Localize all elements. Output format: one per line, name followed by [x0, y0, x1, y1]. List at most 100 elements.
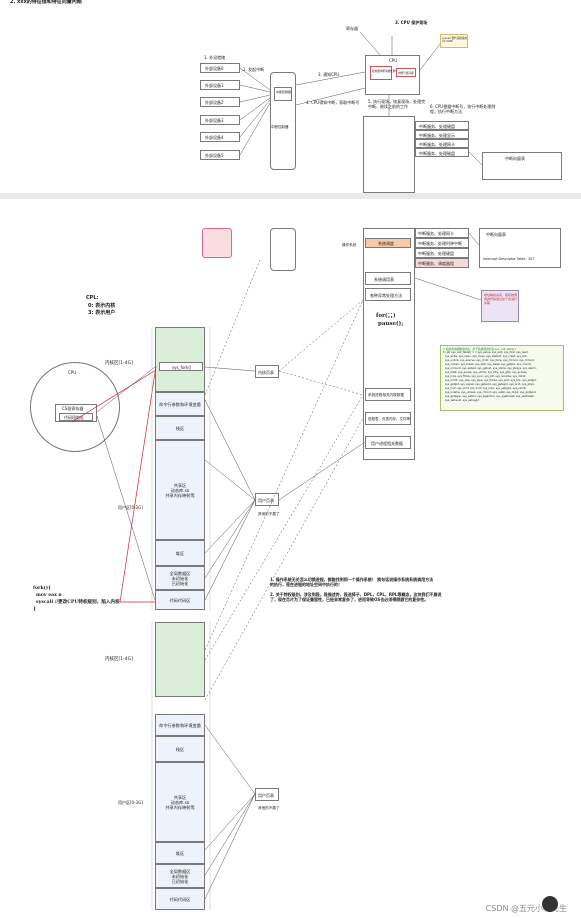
ext-device: 外部设备4: [200, 132, 240, 142]
top-strip-title: 2. xxx的特征值和特征向量问题: [10, 0, 82, 5]
code-line: sys_nice, sys_ftime, sys_sync, sys_kill,…: [445, 375, 527, 378]
env-args-cell-2: 命令行参数和环境变量: [155, 714, 205, 736]
fork-code-line: }: [33, 607, 36, 612]
code-line: sys_unlink, sys_execve, sys_chdir, sys_t…: [445, 359, 535, 362]
code-line: sys_write, sys_open, sys_close, sys_wait…: [445, 355, 528, 358]
idt-box: 中断向量表: [482, 152, 562, 180]
heap-cell-2: 堆区: [155, 842, 205, 864]
explanation-1: 1. 操作系统无论怎么切换进程，都能找到同一个操作系统！ 换句话说操作系统系统调…: [270, 577, 434, 588]
step1-label: 1. 外设就绪: [204, 55, 226, 60]
lower-oval-fragment: [202, 228, 232, 258]
pause-code: pause();: [378, 321, 404, 327]
step5-label: 5. 执行现场，恢复现场，处理完中断，继续之前的工作: [368, 99, 426, 109]
step2-label: 2. 发起中断: [243, 67, 265, 72]
step6-label: 6. CPU根据中断号，执行中断处理例程，执行中断方法: [430, 104, 496, 114]
code-line: sys_rmdir, sys_dup, sys_pipe, sys_times,…: [445, 379, 537, 382]
kernel-data-box: 进程表，页表内存，文件等: [365, 412, 411, 425]
cpu-box: CPU 控制器中断请求处理中断号 中断号寄存器: [365, 55, 420, 95]
code-cell: 代码代码区: [155, 590, 205, 610]
syscall-note: syscall 现代系统使用int 0x80: [440, 34, 468, 48]
right-handler: 中断服务、处理网卡: [415, 228, 469, 238]
code-address: 代码段地址: [59, 413, 93, 421]
code-line: sys_fstat, sys_pause, sys_utime, sys_stt…: [445, 371, 528, 374]
upper-divider: [0, 193, 581, 199]
stack-cell: 栈区: [155, 416, 205, 440]
idt-box-lower: 中断向量表 Interrupt Descriptor Table，IDT: [479, 228, 561, 268]
shared-cell: 共享区 动态库.so 共享内存映射等: [155, 440, 205, 540]
cpu-circle: [30, 362, 120, 452]
ext-device: 外部设备2: [200, 97, 240, 107]
os-label: 操作系统: [342, 243, 357, 247]
cpu-protect-label: 3. CPU 保护现场: [395, 20, 428, 25]
ext-device: 外部设备3: [200, 115, 240, 125]
fork-code-line: fork(){: [33, 586, 51, 591]
code-line: sys_uname, sys_umask, sys_chroot, sys_us…: [445, 391, 537, 394]
cpu-inner-box: 控制器中断请求处理中断号: [370, 66, 403, 80]
shared-cell-2: 共享区 动态库.so 共享内存映射等: [155, 762, 205, 842]
code-line: sys_chown, sys_break, sys_stat, sys_lsee…: [445, 363, 532, 366]
global-data-cell-2: 全局数据区 未初始化 已初始化: [155, 864, 205, 888]
kernel-page-table: 内核页表: [255, 365, 279, 378]
interrupt-controller: 中断控制器 中断控制器: [270, 72, 296, 170]
register-label: 寄存器: [346, 26, 358, 31]
loop-code: for(；；): [376, 313, 396, 319]
cpu-side-box: 中断号寄存器: [396, 68, 416, 77]
exception-handlers-cell: 各种异常处理方法: [365, 288, 411, 301]
stack-cell-2: 栈区: [155, 736, 205, 762]
user-region-label: 用户区[0-3G]: [118, 505, 143, 510]
handler-block: 中断服务、处理网卡: [415, 139, 469, 148]
step3-label: 3. 通知CPU: [318, 72, 340, 77]
upper-memory-column: [363, 116, 415, 193]
ext-device: 外部设备0: [200, 63, 240, 73]
red-note-box: 地址映射关系，把系统调用的代码通过这个表进行关联: [481, 290, 519, 322]
avatar-icon: [542, 896, 558, 912]
cpl-user: 3: 表示用户: [88, 310, 116, 316]
user-page-table: 用户页表: [255, 493, 279, 506]
interrupt-number-box: 中断控制器: [274, 87, 292, 101]
ext-device: 外部设备1: [200, 80, 240, 90]
syscall-table-code: // 系统调用函数指针表：用于系统调用分发 sys_call_table[] f…: [440, 345, 564, 411]
cpu-circle-label: CPU: [68, 370, 77, 375]
global-data-cell: 全局数据区 未初始化 已初始化: [155, 566, 205, 590]
env-args-cell: 命令行参数和环境变量: [155, 392, 205, 416]
user-process-data: 用户进程相关数据: [365, 436, 411, 449]
kernel-space-region: [155, 327, 205, 392]
user-page-table-note: 其他的不展了: [258, 512, 280, 516]
csdn-watermark: CSDN @五元小林先生: [485, 904, 567, 913]
syscall-table-cell: 系统调用表: [365, 272, 411, 285]
code-line: sys_umount, sys_setuid, sys_getuid, sys_…: [445, 367, 537, 370]
right-handler: 中断服务、处理时钟中断: [415, 238, 469, 248]
ext-device: 外部设备5: [200, 150, 240, 160]
scheduler-highlight: 系统调度: [365, 238, 411, 248]
sys-fork-cell: sys_fork(): [159, 362, 203, 371]
code-line: sys_setreuid, sys_setregid: [445, 399, 479, 402]
cpl-title: CPL:: [86, 295, 99, 301]
system-process-data: 系统进程相关内核数据: [365, 388, 411, 401]
fork-code-line: mov eax n: [36, 593, 62, 598]
code-line: sys_getpgrp, sys_setsid, sys_sigaction, …: [445, 395, 535, 398]
user-page-table-2: 用户页表: [255, 788, 279, 801]
explanation-2: 2. 关于特权级别，涉及到段，段描述符，段选择子，DPL，CPL，RPL等概念，…: [270, 592, 442, 603]
user-region-label-2: 用户区[0-3G]: [118, 800, 143, 805]
cpl-kernel: 0: 表示内核: [88, 303, 116, 309]
code-line: sys_lock, sys_ioctl, sys_fcntl, sys_mpx,…: [445, 387, 527, 390]
user-page-table-note-2: 其他的不展了: [258, 806, 280, 810]
kernel-region-label-2: 内核区[1-4G]: [105, 657, 133, 662]
kernel-region-label: 内核区[1-4G]: [105, 361, 133, 366]
top-strip: 2. xxx的特征值和特征向量问题: [0, 0, 581, 8]
right-handler: 中断服务、处理键盘: [415, 248, 469, 258]
lower-controller-fragment: [270, 228, 296, 271]
fork-code-line: syscall //更改CPU特权级别，陷入内核: [36, 600, 120, 605]
handler-block: 中断服务、处理显示: [415, 130, 469, 139]
heap-cell: 堆区: [155, 540, 205, 566]
handler-block: 中断服务、处理磁盘: [415, 148, 469, 157]
ctrl-bottom-label: 中断控制器: [271, 125, 289, 129]
code-line: fn_ptr sys_call_table[] = { sys_setup, s…: [443, 351, 529, 354]
code-cell-2: 代码代码区: [155, 888, 205, 910]
cs-register: CS段寄存器 代码段地址: [55, 404, 97, 422]
code-line: sys_getgid, sys_signal, sys_geteuid, sys…: [445, 383, 535, 386]
kernel-space-region-2: [155, 622, 205, 697]
step4-label: 4. CPU得知中断，获取中断号: [306, 100, 360, 105]
handler-block: 中断服务、处理键盘: [415, 121, 469, 130]
